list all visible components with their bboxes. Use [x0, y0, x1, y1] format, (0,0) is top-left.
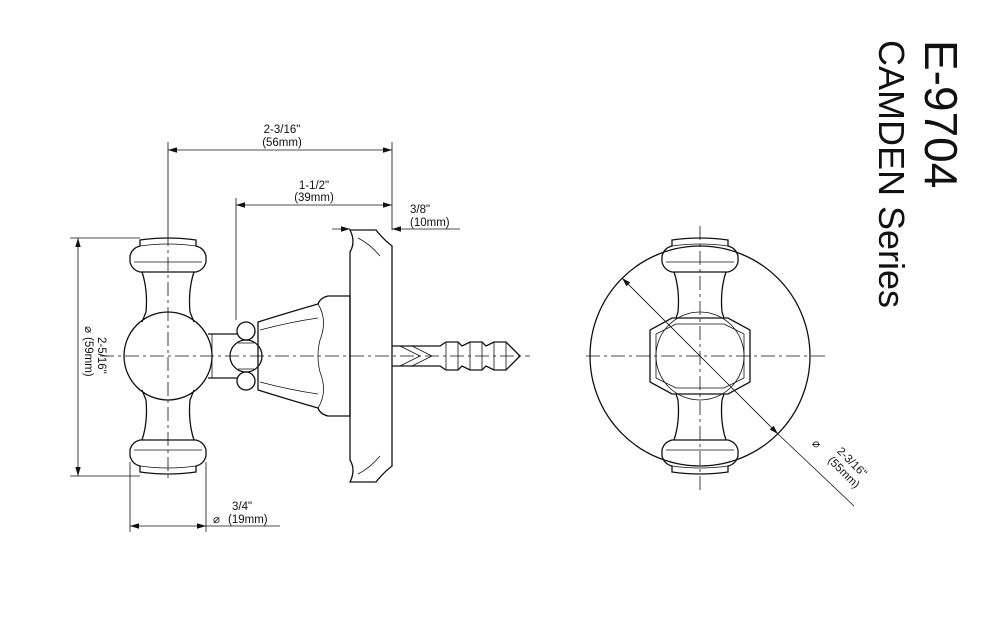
overall-depth-metric: (56mm)	[262, 137, 302, 149]
front-bottom-cap	[661, 439, 739, 475]
front-top-cap	[661, 237, 739, 273]
cap-diameter-symbol: ⌀	[213, 514, 220, 526]
cap-diameter-imperial: 3/4"	[232, 501, 252, 513]
series-name: CAMDEN Series	[871, 40, 912, 308]
dimension-rosette-diameter: ⌀ 2-3/16" (55mm)	[621, 277, 869, 507]
dimension-knob-height: ⌀ 2-5/16" (59mm)	[70, 237, 140, 477]
top-cap	[129, 237, 207, 273]
bead-top	[236, 321, 256, 341]
knob-projection-metric: (39mm)	[294, 192, 334, 204]
title-block: E-9704 CAMDEN Series	[871, 40, 967, 308]
threaded-stud	[392, 341, 521, 371]
front-view	[586, 226, 828, 490]
bead-bottom	[236, 371, 256, 391]
dimension-rosette-thickness: 3/8" (10mm)	[332, 204, 460, 232]
rosette-plate	[348, 229, 393, 483]
side-view	[100, 229, 530, 483]
rosette-diameter-symbol: ⌀	[810, 438, 823, 451]
dimension-cap-diameter: 3/4" ⌀ (19mm)	[129, 462, 280, 532]
overall-depth-imperial: 2-3/16"	[264, 124, 301, 136]
dimension-knob-projection: 1-1/2" (39mm)	[235, 180, 392, 320]
rosette-thickness-metric: (10mm)	[410, 217, 450, 229]
knob-projection-imperial: 1-1/2"	[299, 180, 329, 192]
knob-height-imperial: 2-5/16"	[95, 337, 107, 374]
knob-height-metric: (59mm)	[82, 337, 94, 377]
rosette-circle	[589, 245, 811, 467]
rosette-thickness-imperial: 3/8"	[410, 204, 430, 216]
cap-diameter-metric: (19mm)	[228, 514, 268, 526]
bottom-cap	[129, 439, 207, 475]
knob-height-diameter-symbol: ⌀	[82, 326, 94, 333]
model-number: E-9704	[915, 40, 967, 188]
dimension-overall-depth: 2-3/16" (56mm)	[167, 124, 393, 232]
